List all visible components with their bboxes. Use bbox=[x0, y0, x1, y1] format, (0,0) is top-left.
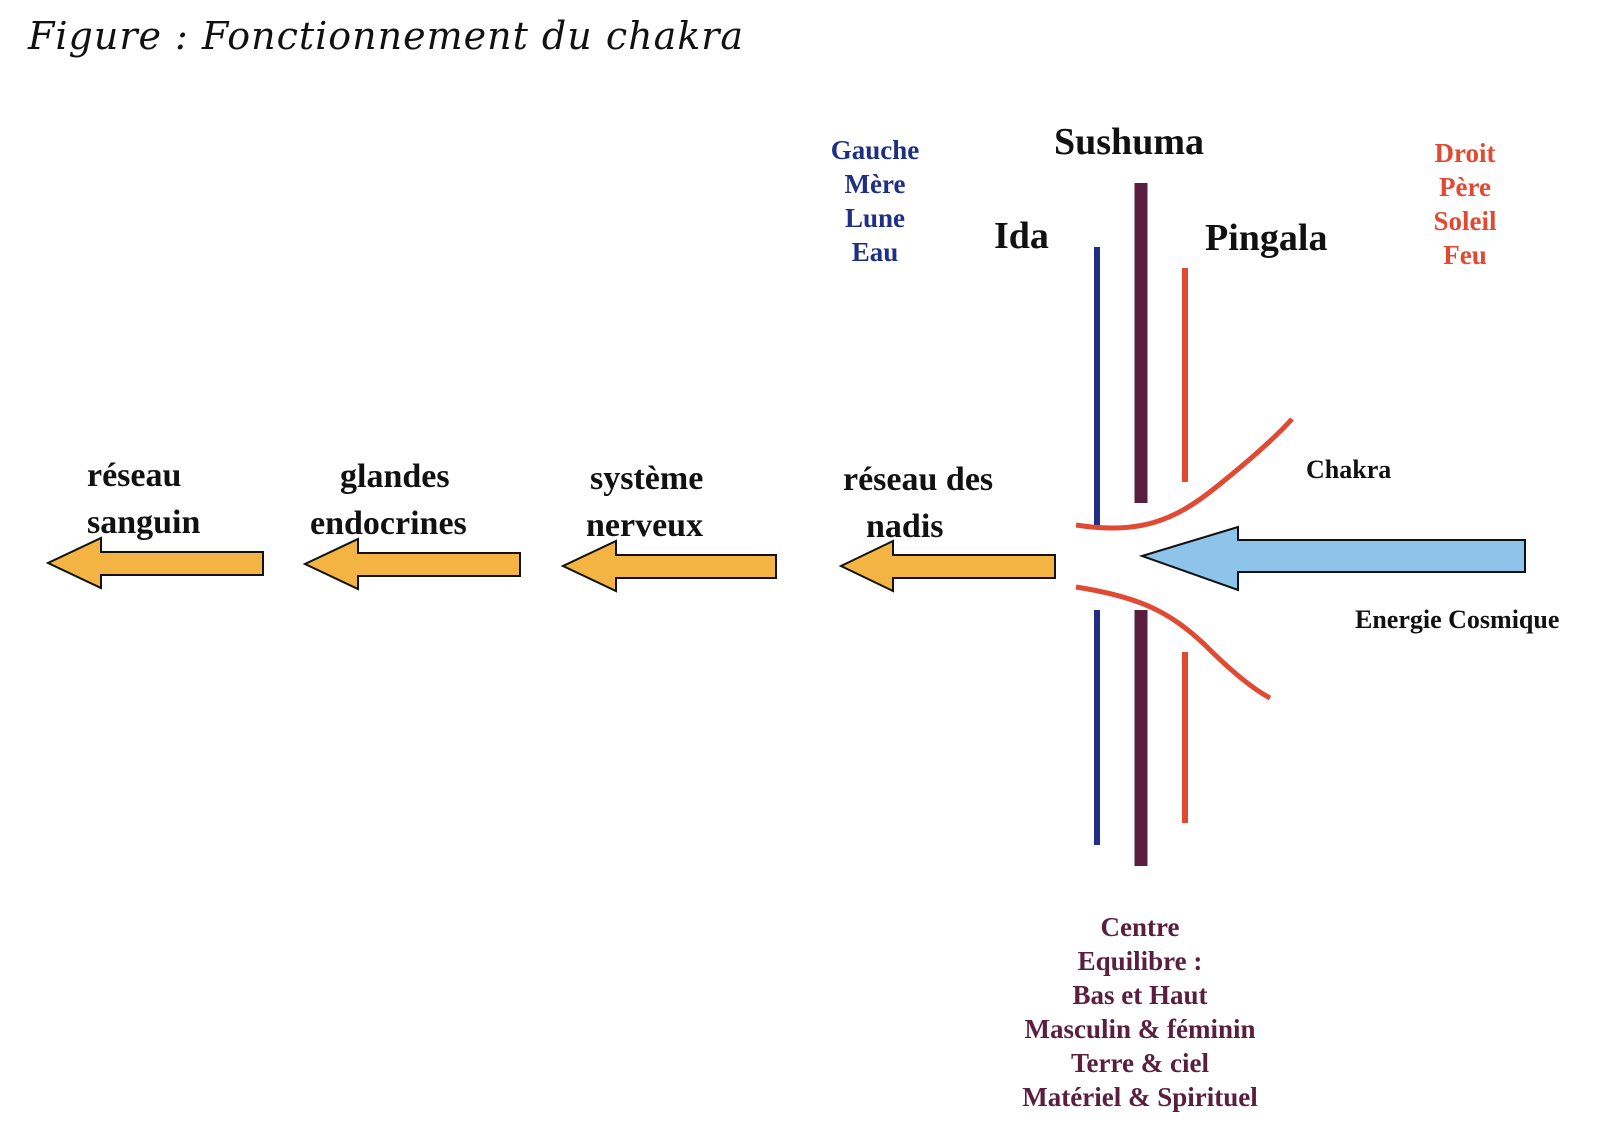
flow-step-nadis: réseau des nadis bbox=[843, 456, 993, 550]
flow-step-endocrines: glandes endocrines bbox=[310, 453, 467, 547]
cosmic-energy-arrow bbox=[1138, 525, 1526, 592]
pingala-attribute: Droit bbox=[1434, 138, 1496, 168]
flow-arrow-nadis bbox=[838, 539, 1056, 593]
pingala-label: Pingala bbox=[1205, 217, 1328, 259]
flow-arrow-nerveux bbox=[560, 539, 777, 593]
pingala-attributes: Droit Père Soleil Feu bbox=[1395, 136, 1535, 272]
pingala-attribute: Père bbox=[1439, 172, 1491, 202]
ida-attribute: Eau bbox=[851, 237, 899, 267]
sushuma-label: Sushuma bbox=[1054, 121, 1204, 163]
flow-step-line: réseau des bbox=[843, 461, 994, 498]
flow-step-line: endocrines bbox=[310, 505, 467, 542]
flow-arrow-sanguin bbox=[45, 536, 264, 590]
ida-attributes: Gauche Mère Lune Eau bbox=[805, 133, 945, 269]
sushuma-attribute: Terre & ciel bbox=[1071, 1048, 1209, 1078]
chakra-label: Chakra bbox=[1306, 455, 1392, 484]
flow-step-line: sanguin bbox=[87, 504, 201, 541]
flow-step-line: nerveux bbox=[586, 507, 704, 544]
flow-step-line: nadis bbox=[866, 508, 944, 545]
cosmic-energy-label: Energie Cosmique bbox=[1355, 605, 1560, 634]
flow-arrow-endocrines bbox=[302, 537, 521, 591]
ida-attribute: Gauche bbox=[830, 135, 920, 165]
flow-step-line: système bbox=[590, 460, 704, 497]
pingala-attribute: Feu bbox=[1443, 240, 1487, 270]
chakra-funnel-lower bbox=[1075, 584, 1272, 701]
flow-step-nerveux: système nerveux bbox=[586, 455, 704, 549]
ida-attribute: Lune bbox=[844, 203, 906, 233]
sushuma-attribute: Matériel & Spirituel bbox=[1022, 1082, 1258, 1112]
sushuma-attributes: Centre Equilibre : Bas et Haut Masculin … bbox=[970, 910, 1310, 1114]
pingala-attribute: Soleil bbox=[1433, 206, 1497, 236]
figure-title: Figure : Fonctionnement du chakra bbox=[28, 14, 745, 58]
sushuma-attribute: Centre bbox=[1100, 912, 1180, 942]
ida-label: Ida bbox=[994, 215, 1049, 257]
flow-step-line: glandes bbox=[340, 458, 450, 495]
flow-step-sanguin: réseau sanguin bbox=[87, 452, 200, 546]
sushuma-attribute: Bas et Haut bbox=[1072, 980, 1208, 1010]
sushuma-attribute: Equilibre : bbox=[1077, 946, 1203, 976]
ida-attribute: Mère bbox=[844, 169, 906, 199]
chakra-funnel-upper bbox=[1075, 417, 1294, 531]
flow-step-line: réseau bbox=[87, 457, 182, 494]
sushuma-attribute: Masculin & féminin bbox=[1024, 1014, 1256, 1044]
